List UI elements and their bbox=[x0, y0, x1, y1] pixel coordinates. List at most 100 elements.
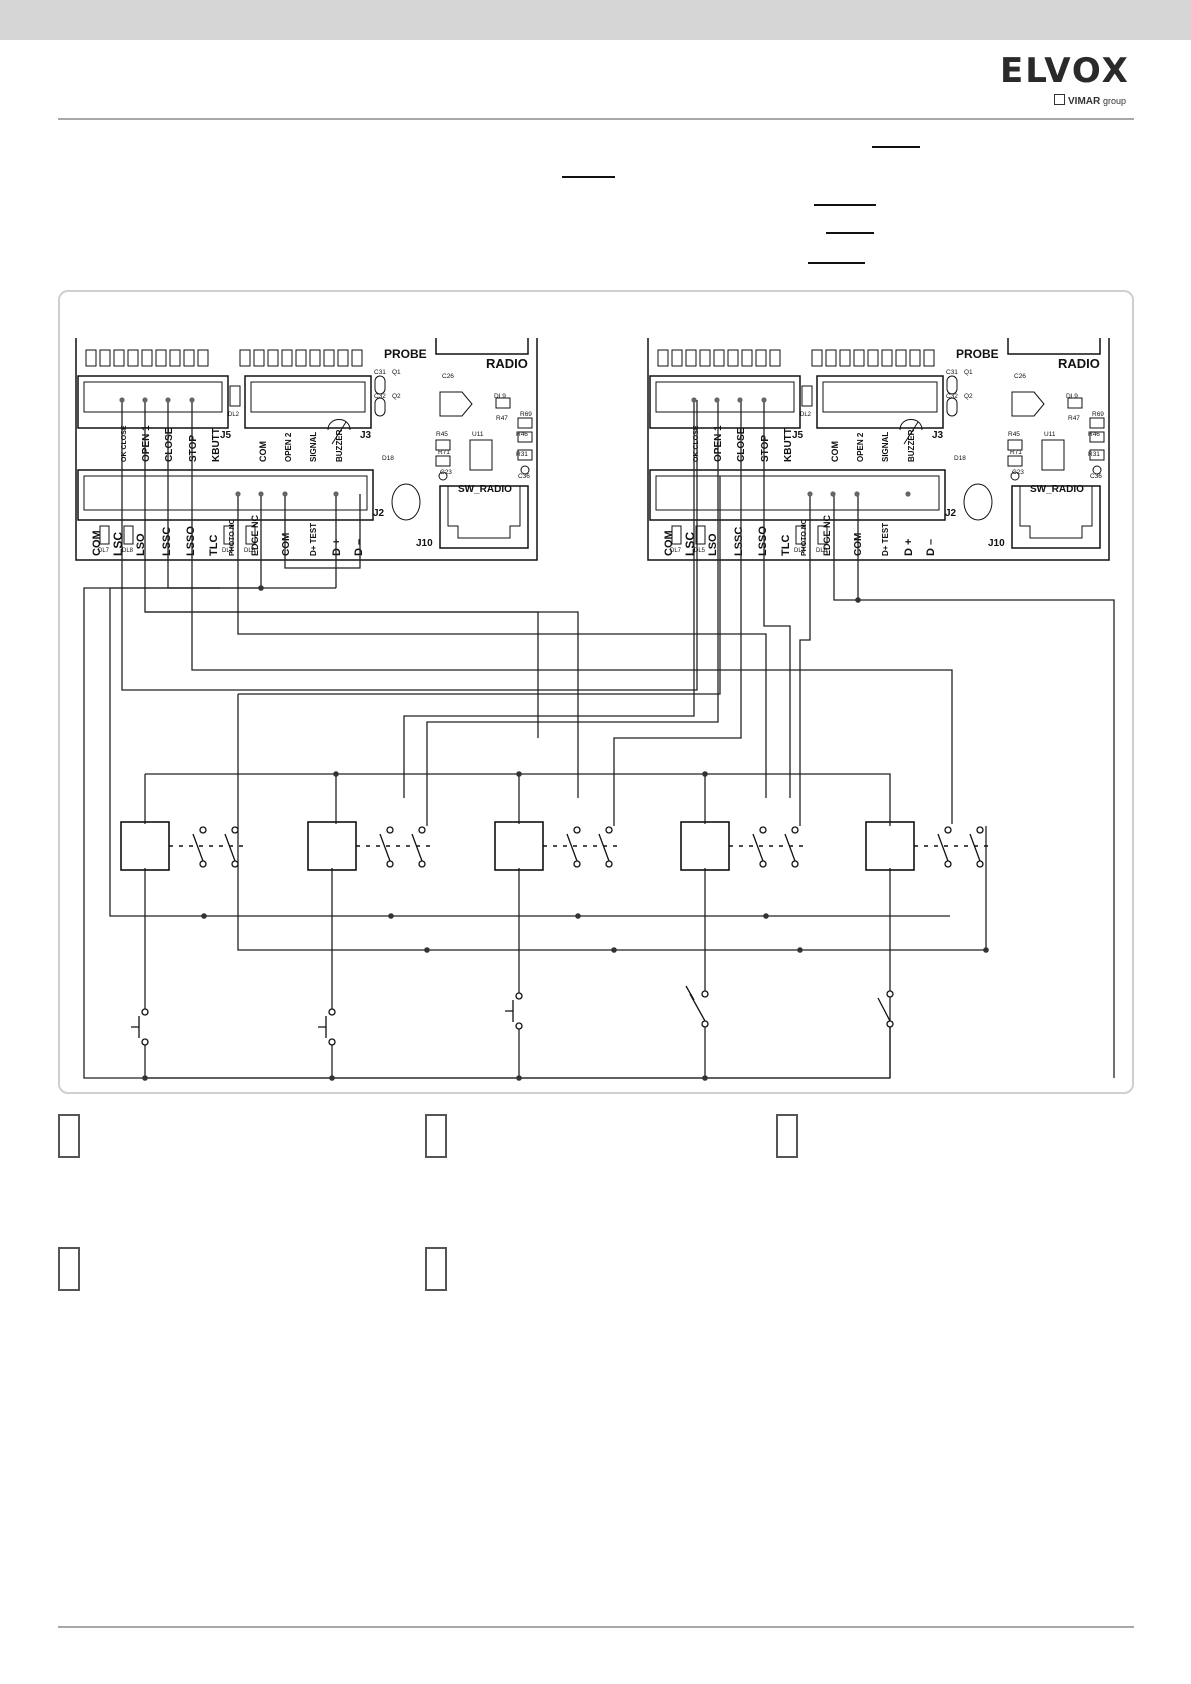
component-label: C36 bbox=[518, 473, 530, 480]
key-switch bbox=[685, 985, 706, 1022]
logo-group: VIMAR group bbox=[1054, 94, 1126, 108]
radio-socket-j10 bbox=[439, 485, 529, 549]
contact-terminal bbox=[418, 860, 426, 868]
junction-dot bbox=[763, 913, 769, 919]
junction-dot bbox=[388, 913, 394, 919]
terminal-dot bbox=[235, 491, 241, 497]
relay-contact bbox=[411, 833, 423, 862]
component-label: R31 bbox=[1088, 451, 1100, 458]
radio-label: RADIO bbox=[1058, 356, 1100, 371]
relay-contact bbox=[224, 833, 236, 862]
switch-terminal bbox=[886, 1020, 894, 1028]
bottom-terminal-label: LSO bbox=[135, 533, 147, 556]
bottom-terminal-label: LSSO bbox=[185, 526, 197, 556]
component-label: R47 bbox=[1068, 415, 1080, 422]
component-label: Q2 bbox=[964, 393, 973, 400]
switch-terminal bbox=[328, 1038, 336, 1046]
junction-dot bbox=[797, 947, 803, 953]
vimar-square-icon bbox=[1054, 94, 1065, 105]
component-label: D18 bbox=[954, 455, 966, 462]
top-terminal-label: KBUTT bbox=[783, 428, 794, 462]
contact-terminal bbox=[791, 826, 799, 834]
contact-terminal bbox=[976, 860, 984, 868]
bottom-terminal-label: EDGE NC bbox=[250, 514, 260, 556]
led-label: DL7 bbox=[670, 548, 682, 554]
junction-dot bbox=[258, 585, 264, 591]
top-terminal-label: OPEN 2 bbox=[284, 432, 293, 462]
contact-terminal bbox=[573, 860, 581, 868]
component-label: C26 bbox=[442, 373, 454, 380]
contact-terminal bbox=[386, 826, 394, 834]
header-rule bbox=[58, 118, 1134, 120]
junction-dot bbox=[855, 597, 861, 603]
junction-dot bbox=[575, 913, 581, 919]
led-label: DL6 bbox=[816, 548, 828, 554]
junction-dot bbox=[516, 1075, 522, 1081]
switch-terminal bbox=[141, 1038, 149, 1046]
junction-dot bbox=[424, 947, 430, 953]
relay-contact bbox=[937, 833, 949, 862]
switch-terminal bbox=[701, 990, 709, 998]
contact-terminal bbox=[231, 826, 239, 834]
top-terminal-label: BUZZER bbox=[907, 429, 916, 462]
logo-brand: ELVOX bbox=[1000, 51, 1130, 91]
bottom-terminal-label: D+ TEST bbox=[881, 523, 890, 556]
component-label: Q1 bbox=[964, 369, 973, 376]
component-label: R69 bbox=[1092, 411, 1104, 418]
bottom-terminal-label: PHOTO NC bbox=[801, 519, 808, 556]
switch-terminal bbox=[328, 1008, 336, 1016]
terminal-dot bbox=[165, 397, 171, 403]
relay-contact bbox=[192, 833, 204, 862]
contact-terminal bbox=[605, 860, 613, 868]
footer-rule bbox=[58, 1626, 1134, 1628]
component-label: C32 bbox=[946, 393, 958, 400]
terminal-dot bbox=[258, 491, 264, 497]
control-board-1 bbox=[75, 338, 538, 561]
relay-coil bbox=[307, 821, 357, 871]
probe-label: PROBE bbox=[956, 347, 999, 361]
elvox-logo: ELVOX VIMAR group bbox=[1000, 51, 1140, 108]
contact-terminal bbox=[231, 860, 239, 868]
relay-coil bbox=[494, 821, 544, 871]
component-label: R47 bbox=[496, 415, 508, 422]
bottom-terminal-label: D – bbox=[353, 539, 365, 556]
component-label: R31 bbox=[516, 451, 528, 458]
connector-j3 bbox=[816, 375, 944, 429]
relay-coil bbox=[120, 821, 170, 871]
legend-box-5 bbox=[425, 1247, 447, 1291]
relay-contact bbox=[566, 833, 578, 862]
junction-dot bbox=[702, 1075, 708, 1081]
legend-box-2 bbox=[425, 1114, 447, 1158]
component-label: U11 bbox=[1044, 431, 1056, 438]
component-label: R46 bbox=[516, 431, 528, 438]
component-label: C36 bbox=[1090, 473, 1102, 480]
bottom-terminal-label: D + bbox=[903, 539, 915, 556]
bottom-terminal-label: LSSC bbox=[161, 527, 173, 556]
top-bar bbox=[0, 0, 1191, 40]
component-label: C32 bbox=[374, 393, 386, 400]
connector-label-j10: J10 bbox=[416, 538, 433, 549]
bottom-terminal-label: D – bbox=[925, 539, 937, 556]
component-label: U11 bbox=[472, 431, 484, 438]
component-label: C23 bbox=[1012, 469, 1024, 476]
terminal-dot bbox=[905, 491, 911, 497]
overline-mark bbox=[872, 146, 920, 148]
top-terminal-label: COM bbox=[830, 441, 840, 462]
connector-j2 bbox=[649, 469, 946, 521]
component-label: R71 bbox=[1010, 449, 1022, 456]
pushbutton bbox=[131, 1016, 140, 1038]
legend-box-1 bbox=[58, 1114, 80, 1158]
connector-label-j2: J2 bbox=[373, 508, 385, 519]
terminal-dot bbox=[189, 397, 195, 403]
connector-j5 bbox=[649, 375, 801, 429]
relay-contact bbox=[784, 833, 796, 862]
connector-label-j2: J2 bbox=[945, 508, 957, 519]
junction-dot bbox=[201, 913, 207, 919]
logo-group-suffix: group bbox=[1103, 96, 1127, 106]
terminal-dot bbox=[761, 397, 767, 403]
junction-dot bbox=[702, 771, 708, 777]
contact-terminal bbox=[976, 826, 984, 834]
bottom-terminal-label: COM bbox=[91, 530, 103, 556]
top-terminal-label: SIGNAL bbox=[881, 432, 890, 462]
bottom-terminal-label: D+ TEST bbox=[309, 523, 318, 556]
